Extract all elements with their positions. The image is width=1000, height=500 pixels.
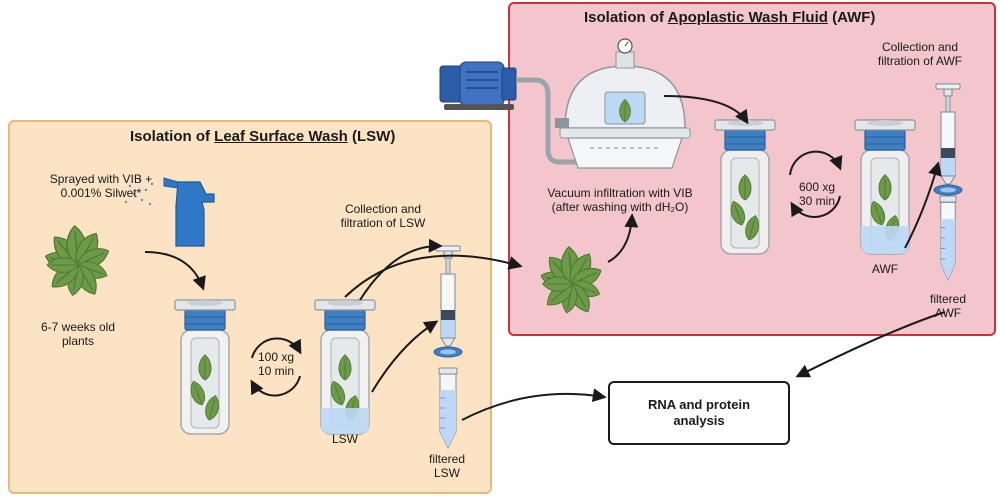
- awf-title: Isolation of Apoplastic Wash Fluid (AWF): [584, 9, 876, 26]
- tube-filtered-awf: [939, 195, 957, 281]
- arrow-syringe-to-awf-plant: [344, 254, 523, 298]
- lsw-title: Isolation of Leaf Surface Wash (LSW): [130, 128, 396, 145]
- lsw-panel: [8, 120, 492, 494]
- sprayed-label: Sprayed with VIB +0.001% Silwet*: [49, 172, 153, 200]
- spray-bottle-icon: [124, 177, 215, 247]
- plant-rosette-lsw: [43, 225, 111, 298]
- syringe-filter-lsw: [433, 245, 463, 358]
- analysis-line-1: RNA and protein: [647, 397, 751, 412]
- jar-awf-2: [855, 120, 915, 254]
- arrow-plant-to-jar: [144, 251, 206, 291]
- centrifuge-cycle-lsw: [250, 337, 302, 397]
- plant-rosette-awf: [539, 246, 604, 315]
- vacuum-pump-icon: [439, 61, 517, 110]
- arrow-jar-to-syringe: [359, 238, 443, 301]
- jar-awf-1: [715, 120, 775, 254]
- tube-filtered-lsw: [438, 367, 458, 449]
- arrow-tube-to-analysis: [461, 388, 607, 421]
- jar-lsw-1: [175, 300, 235, 434]
- flow-arrows: [144, 95, 946, 421]
- centrifuge-cycle-awf: [789, 150, 843, 218]
- arrow-jar-to-syringe-lsw: [371, 320, 439, 393]
- awf-tube-label: AWF: [871, 262, 899, 276]
- arrow-vacuum-to-jar: [663, 95, 749, 125]
- analysis-line-2: analysis: [673, 413, 725, 428]
- vacuum-desiccator-icon: [555, 38, 691, 169]
- arrow-awf-to-analysis: [795, 311, 946, 378]
- lsw-tube-label: LSW: [331, 432, 358, 446]
- vacuum-label: Vacuum infiltration with VIB(after washi…: [547, 186, 693, 214]
- arrow-plant-to-vacuum: [607, 213, 639, 263]
- syringe-filter-awf: [933, 83, 963, 196]
- jar-lsw-2: [315, 300, 375, 434]
- vacuum-hose: [516, 77, 582, 165]
- arrow-jar-to-syringe-awf: [904, 161, 942, 249]
